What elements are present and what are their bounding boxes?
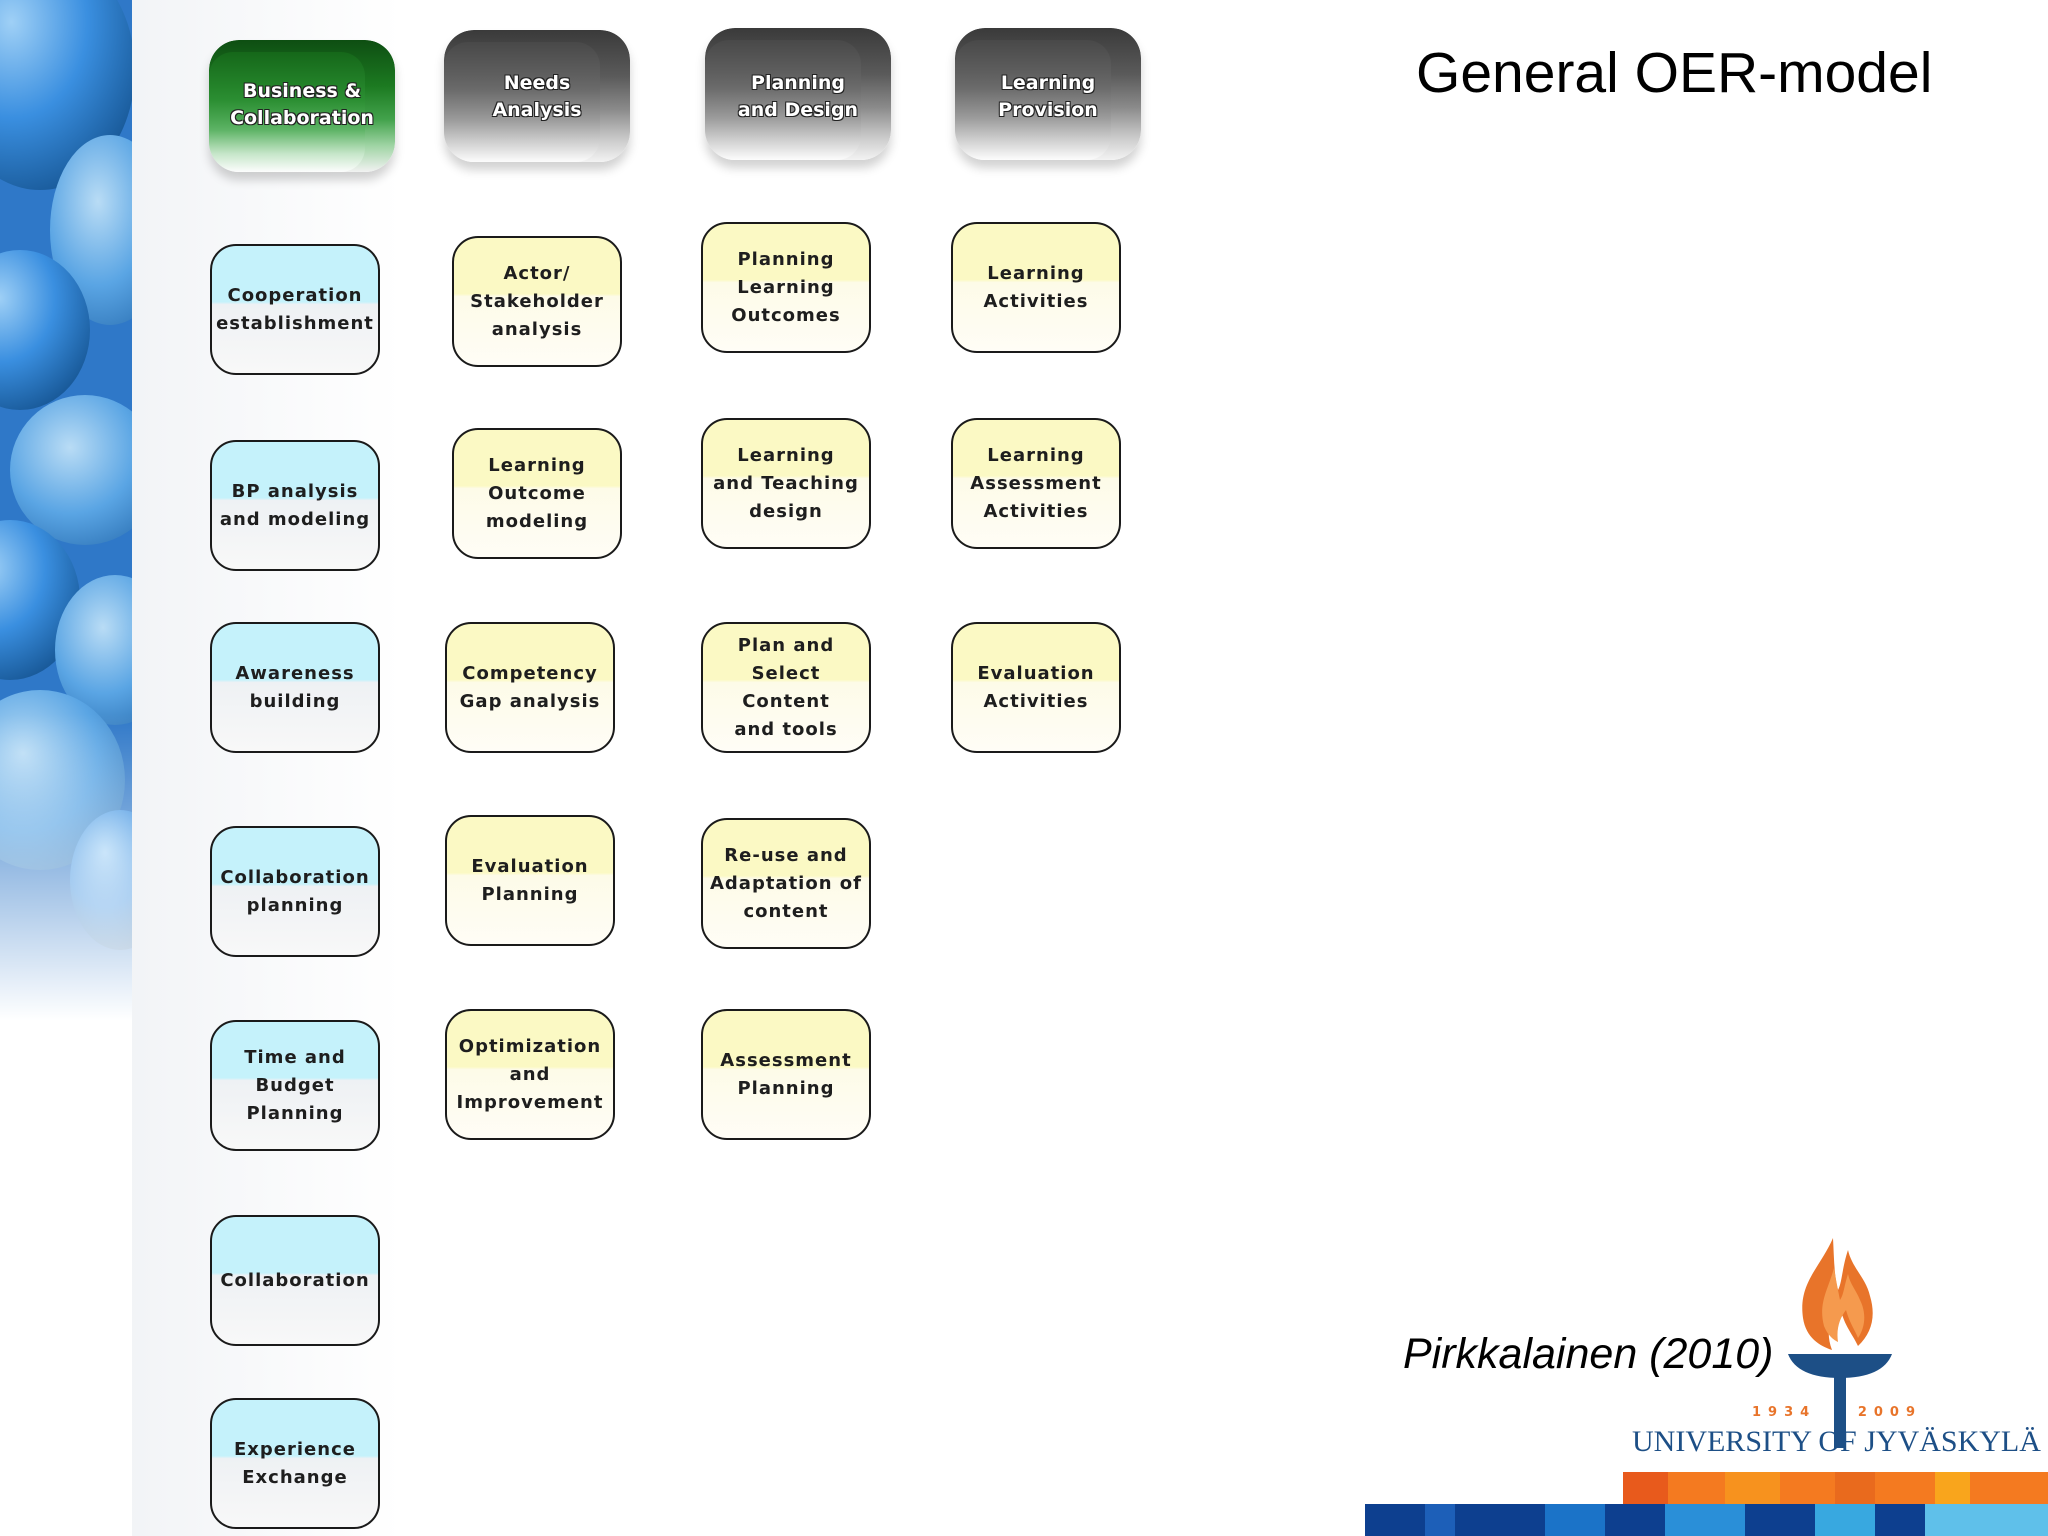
process-box-label: Time and Budget Planning [244,1046,346,1124]
column-header-business-collaboration: Business & Collaboration [209,40,395,172]
header-front-shape [444,42,600,162]
process-box-label: Evaluation Activities [977,662,1095,712]
process-box-competency-gap-analysis: Competency Gap analysis [445,622,615,753]
column-header-label: Needs Analysis [492,72,582,121]
process-box-bp-analysis: BP analysis and modeling [210,440,380,571]
citation: Pirkkalainen (2010) [1403,1330,1774,1378]
process-box-label: Cooperation establishment [216,284,374,334]
process-box-cooperation-establishment: Cooperation establishment [210,244,380,375]
process-box-label: Optimization and Improvement [456,1035,604,1113]
process-box-evaluation-activities: Evaluation Activities [951,622,1121,753]
process-box-learning-teaching-design: Learning and Teaching design [701,418,871,549]
process-box-learning-activities: Learning Activities [951,222,1121,353]
process-box-assessment-planning: Assessment Planning [701,1009,871,1140]
process-box-label: Competency Gap analysis [459,662,601,712]
process-box-label: Collaboration planning [220,866,370,916]
process-box-time-budget-planning: Time and Budget Planning [210,1020,380,1151]
process-box-evaluation-planning: Evaluation Planning [445,815,615,946]
header-front-shape [209,52,365,172]
logo-year-end: 2009 [1857,1405,1922,1420]
column-header-needs-analysis: Needs Analysis [444,30,630,162]
process-box-label: Learning Outcome modeling [485,454,589,532]
process-box-actor-stakeholder-analysis: Actor/ Stakeholder analysis [452,236,622,367]
process-box-label: Learning and Teaching design [713,444,859,522]
process-box-label: Learning Activities [983,262,1089,312]
process-box-learning-assessment-activities: Learning Assessment Activities [951,418,1121,549]
process-box-label: Planning Learning Outcomes [731,248,841,326]
process-box-label: Assessment Planning [720,1049,852,1099]
university-torch-logo [1788,1238,1892,1448]
process-box-label: Collaboration [220,1269,370,1291]
column-header-learning-provision: Learning Provision [955,28,1141,160]
university-name: UNIVERSITY OF JYVÄSKYLÄ [1632,1425,2041,1458]
process-box-label: Plan and Select Content and tools [734,634,838,740]
process-box-collaboration-planning: Collaboration planning [210,826,380,957]
process-box-plan-select-content: Plan and Select Content and tools [701,622,871,753]
header-front-shape [955,40,1111,160]
process-box-label: Learning Assessment Activities [970,444,1102,522]
process-box-planning-learning-outcomes: Planning Learning Outcomes [701,222,871,353]
process-box-label: Evaluation Planning [471,855,589,905]
process-box-label: BP analysis and modeling [219,480,371,530]
decorative-color-bands [1365,1472,2048,1536]
logo-year-start: 1934 [1752,1405,1817,1420]
column-header-label: Business & Collaboration [230,80,374,129]
process-box-learning-outcome-modeling: Learning Outcome modeling [452,428,622,559]
process-box-label: Awareness building [235,662,355,712]
process-box-label: Actor/ Stakeholder analysis [470,262,604,340]
process-box-optimization-improvement: Optimization and Improvement [445,1009,615,1140]
slide-title: General OER-model [1416,41,1933,105]
logo-years: 1934 2009 [1752,1405,1922,1420]
header-front-shape [705,40,861,160]
process-box-label: Re-use and Adaptation of content [709,844,863,922]
process-box-experience-exchange: Experience Exchange [210,1398,380,1529]
process-box-awareness-building: Awareness building [210,622,380,753]
column-header-planning-design: Planning and Design [705,28,891,160]
column-header-label: Learning Provision [998,72,1098,121]
column-header-label: Planning and Design [737,72,859,121]
process-box-label: Experience Exchange [234,1438,356,1488]
blue-pebbles-image [0,0,132,1020]
process-box-reuse-adaptation: Re-use and Adaptation of content [701,818,871,949]
process-box-collaboration: Collaboration [210,1215,380,1346]
